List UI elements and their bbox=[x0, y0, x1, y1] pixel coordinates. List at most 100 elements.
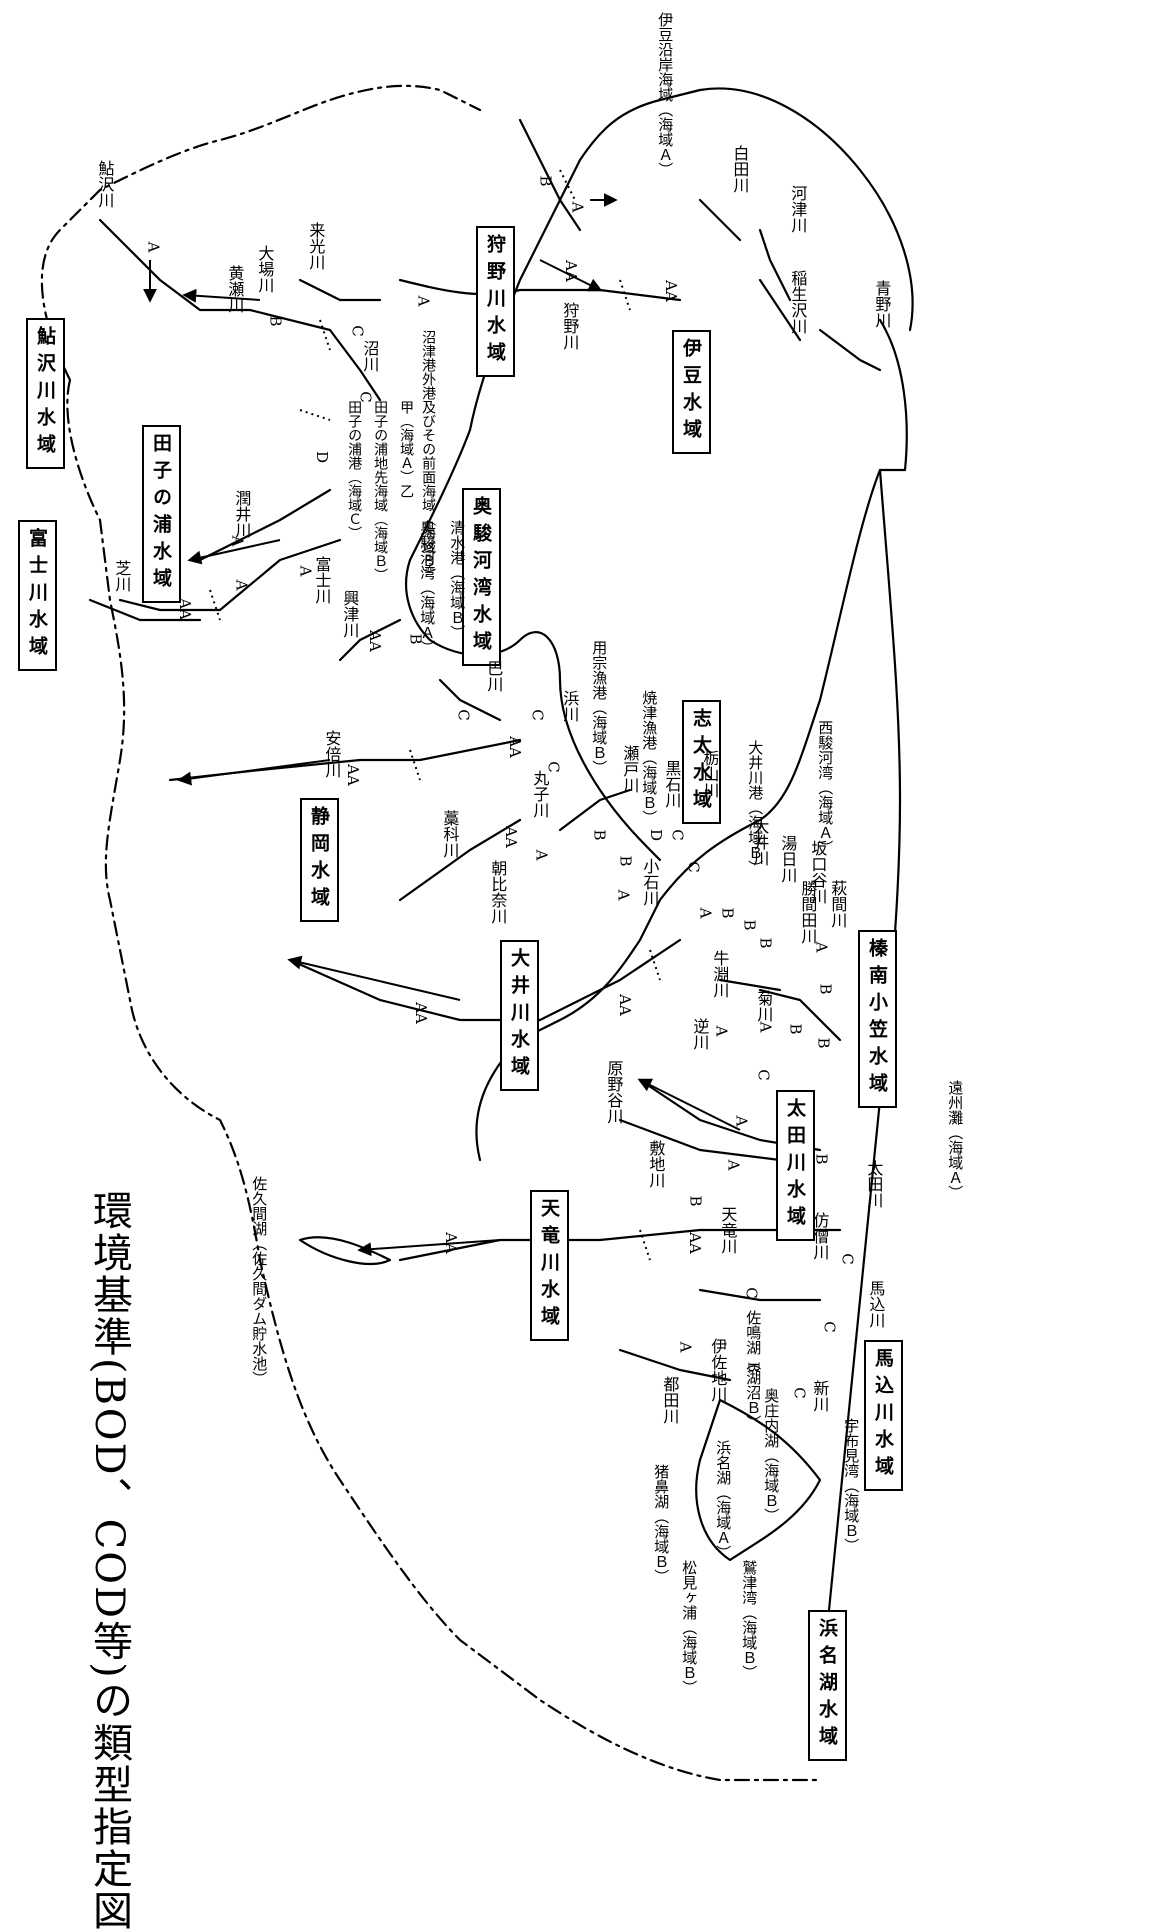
class-letter: A bbox=[712, 1025, 731, 1037]
label-kano-gawa: 狩野川 bbox=[560, 302, 580, 350]
river-ayusawa bbox=[98, 218, 332, 332]
class-letter: A bbox=[756, 1021, 775, 1033]
label-numazu-port: 沼津港外港及びその前面海域（海域Ｂ） bbox=[420, 330, 437, 582]
label-isachi: 伊佐地川 bbox=[708, 1338, 728, 1402]
label-haranoya: 原野谷川 bbox=[604, 1060, 624, 1124]
class-letter: AA bbox=[505, 736, 524, 758]
label-tagonoura-front: 田子の浦地先海域（海域Ｂ） bbox=[372, 400, 389, 582]
water-area-shida: 志太水域 bbox=[682, 700, 721, 824]
label-ko-otsu: 甲（海域Ａ）乙 bbox=[398, 400, 415, 498]
river-fuji bbox=[118, 538, 342, 612]
label-aono: 青野川 bbox=[872, 280, 892, 328]
class-letter: B bbox=[686, 1195, 705, 1207]
label-ushibuchi: 牛淵川 bbox=[710, 950, 730, 998]
water-area-fuji: 富士川水域 bbox=[18, 520, 57, 671]
label-enshu: 遠州灘（海域Ａ） bbox=[946, 1080, 965, 1200]
river-shirata bbox=[698, 198, 742, 242]
label-raiko: 来光川 bbox=[306, 222, 326, 270]
label-shirata: 白田川 bbox=[730, 145, 750, 193]
class-letter: A bbox=[614, 889, 633, 901]
label-oigawa-port: 大井川港（海域Ｂ） bbox=[746, 740, 765, 875]
classification-map bbox=[40, 84, 914, 1782]
label-shiba: 芝川 bbox=[112, 560, 132, 592]
class-letter: B bbox=[756, 937, 775, 949]
class-letter: C bbox=[668, 829, 687, 841]
class-letter: B bbox=[786, 1023, 805, 1035]
water-area-haibara-ogasa: 榛南小笠水域 bbox=[858, 930, 897, 1108]
class-letter: AA bbox=[501, 826, 520, 848]
label-warashina: 藁科川 bbox=[440, 810, 460, 858]
class-letter: C bbox=[754, 1069, 773, 1081]
class-letter: A bbox=[296, 565, 315, 577]
class-letter: B bbox=[812, 1153, 831, 1165]
label-ooi: 大井川 bbox=[750, 818, 770, 866]
label-sakaguchi: 坂口谷川 bbox=[808, 840, 828, 904]
label-tenryu-gawa: 天竜川 bbox=[718, 1206, 738, 1254]
class-letter: B bbox=[744, 1361, 763, 1373]
label-kisegawa: 黄瀬川 bbox=[225, 265, 245, 313]
river-jun-i bbox=[198, 488, 332, 562]
label-numazu-gawa: 沼川 bbox=[360, 340, 380, 372]
class-letter: C bbox=[790, 1387, 809, 1399]
label-jun-i: 潤井川 bbox=[232, 490, 252, 538]
label-abe: 安倍川 bbox=[322, 730, 342, 778]
class-letter: A bbox=[144, 241, 163, 253]
river-kikugawa bbox=[758, 988, 842, 1042]
water-area-oi: 大井川水域 bbox=[500, 940, 539, 1091]
river-ushibuchi bbox=[718, 978, 782, 992]
class-letter: A bbox=[414, 295, 433, 307]
label-magome-gawa: 馬込川 bbox=[866, 1280, 886, 1328]
label-asahina: 朝比奈川 bbox=[488, 860, 508, 924]
river-numa bbox=[328, 328, 382, 402]
label-suruga-west: 西駿河湾（海域Ａ） bbox=[816, 720, 835, 855]
class-letter: B bbox=[740, 919, 759, 931]
class-letter: B bbox=[590, 829, 609, 841]
river-kise bbox=[298, 278, 382, 302]
label-ota-gawa: 太田川 bbox=[864, 1160, 884, 1208]
label-shimizu: 清水港（海域Ｂ） bbox=[448, 520, 467, 640]
label-kawazu: 河津川 bbox=[788, 185, 808, 233]
river-kawazu bbox=[758, 228, 792, 302]
label-washizu: 鷲津湾（海域Ｂ） bbox=[740, 1560, 759, 1680]
class-letter: A bbox=[812, 941, 831, 953]
label-sakuma: 佐久間湖（佐久間ダム貯水池） bbox=[250, 1176, 269, 1386]
class-letter: B bbox=[718, 907, 737, 919]
class-letter: C bbox=[742, 1287, 761, 1299]
class-letter: C bbox=[356, 391, 375, 403]
label-inazusawa: 稲生沢川 bbox=[788, 270, 808, 334]
class-letter: C bbox=[684, 861, 703, 873]
class-letter: A bbox=[532, 849, 551, 861]
water-area-hamana: 浜名湖水域 bbox=[808, 1610, 847, 1761]
water-area-kano: 狩野川水域 bbox=[476, 226, 515, 377]
label-koishi: 小石川 bbox=[640, 858, 660, 906]
label-seto: 瀬戸川 bbox=[620, 745, 640, 793]
hamana-lake-shore bbox=[695, 1398, 822, 1562]
label-okitsu: 興津川 bbox=[340, 590, 360, 638]
water-area-magome: 馬込川水域 bbox=[864, 1340, 903, 1491]
river-miyakoda bbox=[618, 1348, 732, 1382]
label-fuji-gawa: 富士川 bbox=[312, 556, 332, 604]
class-letter: B bbox=[616, 855, 635, 867]
class-letter: A bbox=[724, 1159, 743, 1171]
prefecture-border bbox=[40, 84, 822, 1782]
label-tochiyama: 栃山川 bbox=[700, 750, 720, 798]
label-miyakoda: 都田川 bbox=[660, 1376, 680, 1424]
label-izu-coast: 伊豆沿岸海域（海域Ａ） bbox=[656, 12, 675, 177]
river-shiba bbox=[88, 598, 202, 622]
suruga-coast bbox=[405, 428, 662, 862]
label-ukimi: 宇布見湾（海域Ｂ） bbox=[842, 1418, 861, 1553]
label-kuroishi: 黒石川 bbox=[662, 760, 682, 808]
class-letter: C bbox=[454, 709, 473, 721]
class-letter: AA bbox=[561, 260, 580, 282]
label-yaizu: 焼津漁港（海域Ｂ） bbox=[640, 690, 659, 825]
class-letter: C bbox=[838, 1253, 857, 1265]
class-letter: A bbox=[732, 1115, 751, 1127]
river-warashina bbox=[398, 818, 522, 902]
class-letter: AA bbox=[615, 994, 634, 1016]
label-katsumada: 勝間田川 bbox=[798, 880, 818, 944]
label-oba: 大場川 bbox=[255, 245, 275, 293]
label-maruko: 丸子川 bbox=[530, 770, 550, 818]
label-sanaru: 佐鳴湖（湖沼Ｂ） bbox=[744, 1310, 763, 1430]
river-tomoe bbox=[438, 678, 502, 722]
river-haranoya bbox=[618, 1118, 782, 1162]
